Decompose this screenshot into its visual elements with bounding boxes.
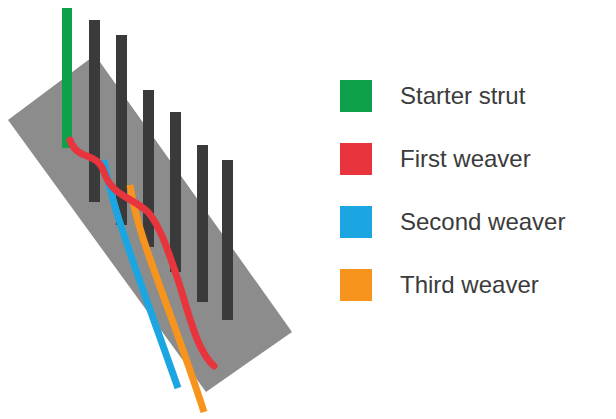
legend-row: Third weaver (340, 269, 565, 332)
legend-swatch (340, 206, 372, 238)
legend-label: First weaver (400, 143, 531, 175)
legend: Starter strutFirst weaverSecond weaverTh… (340, 80, 565, 332)
base-mat (8, 55, 292, 392)
legend-label: Third weaver (400, 269, 539, 301)
legend-label: Second weaver (400, 206, 565, 238)
legend-label: Starter strut (400, 80, 525, 112)
struts (89, 20, 233, 320)
second-weaver (104, 160, 178, 388)
starter-strut (62, 8, 72, 148)
legend-row: Second weaver (340, 206, 565, 269)
first-weaver (70, 140, 214, 366)
legend-swatch (340, 269, 372, 301)
third-weaver (130, 185, 204, 412)
legend-row: First weaver (340, 143, 565, 206)
legend-row: Starter strut (340, 80, 565, 143)
legend-swatch (340, 80, 372, 112)
legend-swatch (340, 143, 372, 175)
